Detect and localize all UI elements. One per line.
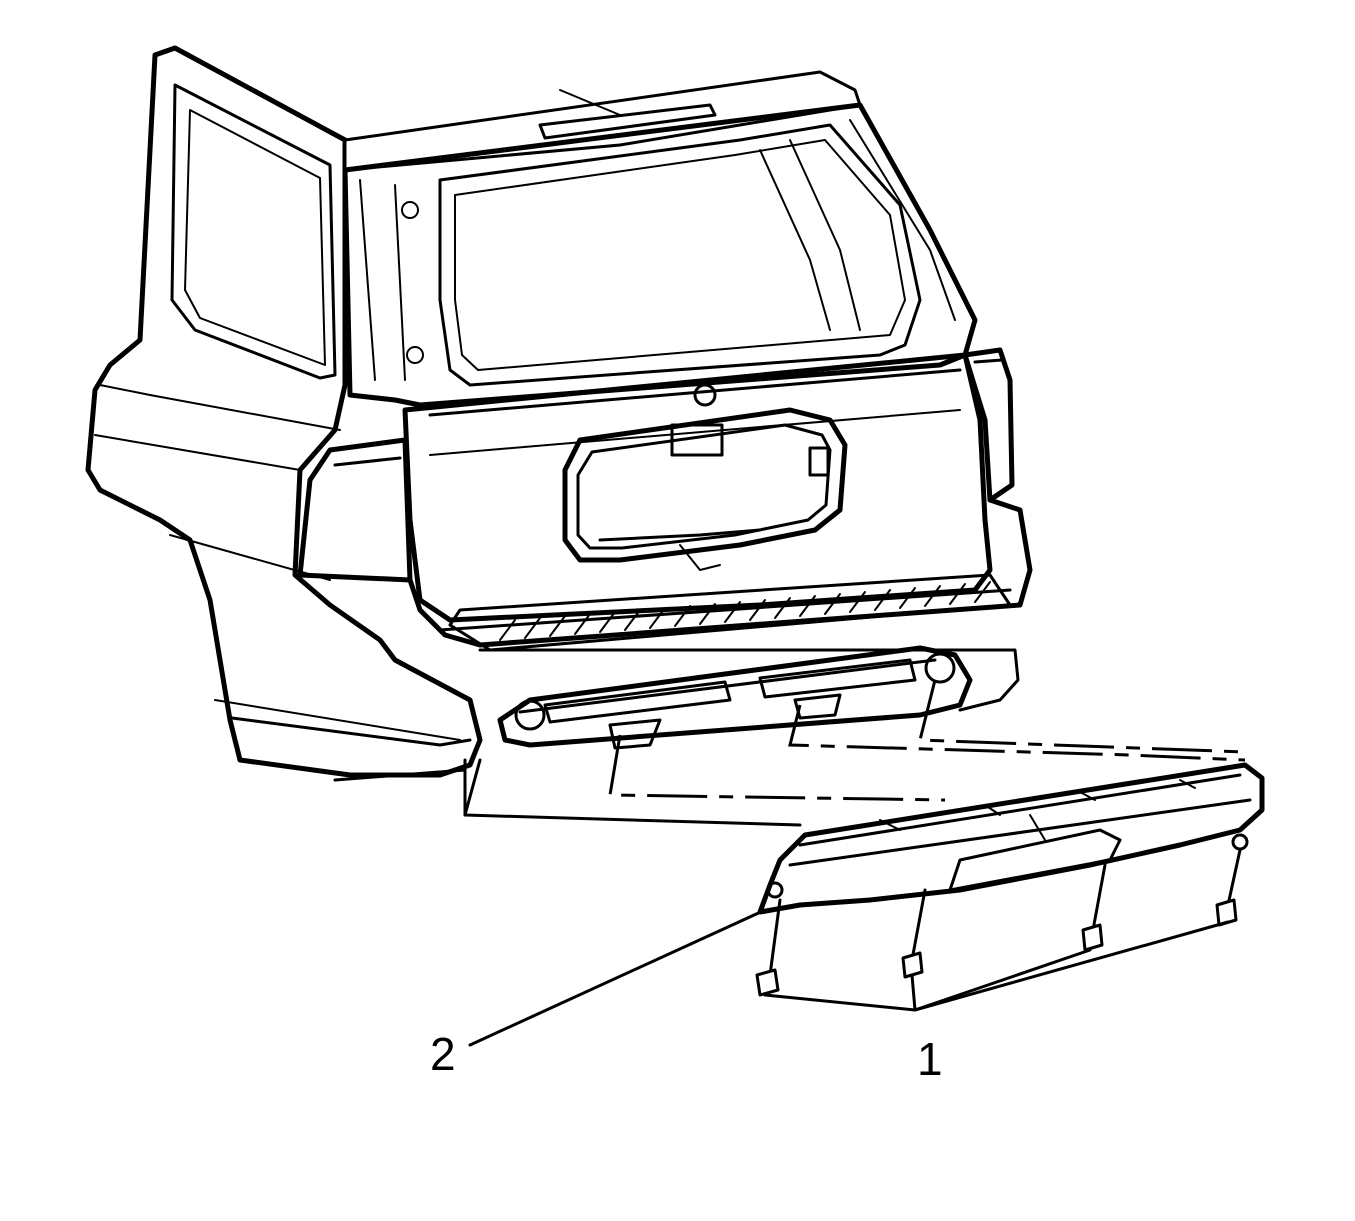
rear-fascia-insert xyxy=(757,762,1265,915)
bumper-mounting-bracket xyxy=(497,645,973,750)
callout-2: 2 xyxy=(430,1028,456,1080)
fasteners xyxy=(755,848,1242,1012)
leader-lines xyxy=(468,908,767,1047)
vehicle-body xyxy=(85,45,1033,782)
callout-1: 1 xyxy=(917,1033,943,1085)
alignment-lines xyxy=(463,679,1246,827)
step-pad-ribs xyxy=(499,581,991,641)
